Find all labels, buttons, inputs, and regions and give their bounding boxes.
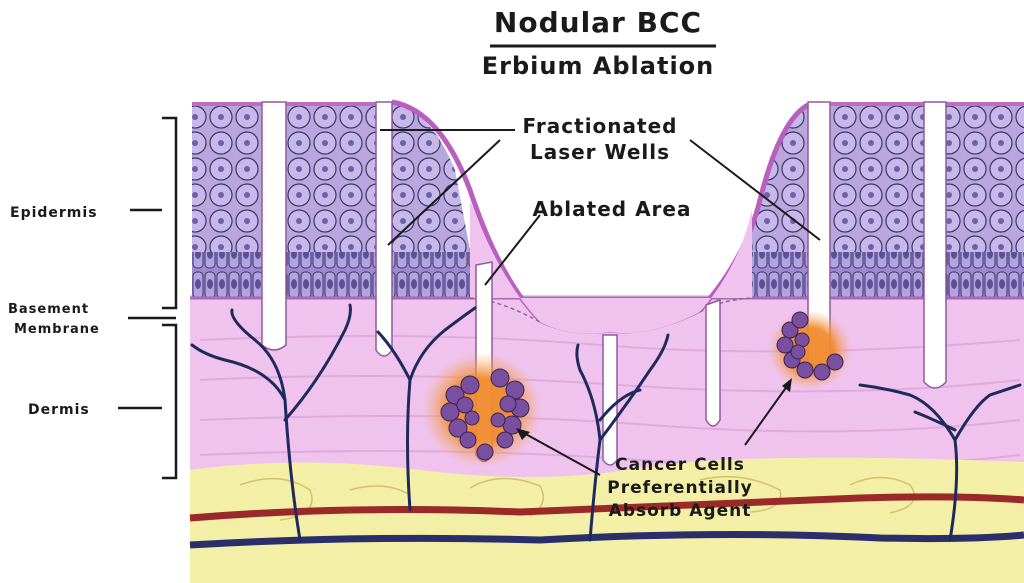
tumor-nest-left <box>422 352 542 468</box>
laser-wells-label-line-2: Laser Wells <box>530 140 670 164</box>
epidermis-blocks <box>192 102 1024 298</box>
dermis-label: Dermis <box>28 402 90 418</box>
ablated-area <box>470 200 752 334</box>
cancer-label-line-1: Cancer Cells <box>615 455 745 475</box>
vein <box>189 530 1024 549</box>
epidermis-bracket <box>130 116 178 310</box>
cancer-label-line-3: Absorb Agent <box>609 501 752 521</box>
artery <box>189 493 1024 522</box>
dermis-bracket <box>118 323 178 480</box>
leader-lines <box>380 129 821 476</box>
basement-label-line-1: Basement <box>8 302 89 317</box>
ablated-area-label: Ablated Area <box>533 197 692 221</box>
epidermis-label: Epidermis <box>10 205 98 221</box>
tumor-nest-right <box>768 310 852 390</box>
capillaries <box>190 303 1022 542</box>
title-line-2: Erbium Ablation <box>482 52 715 80</box>
cancer-label-line-2: Preferentially <box>607 478 752 498</box>
laser-wells-label-line-1: Fractionated <box>523 114 678 138</box>
fat-layer <box>190 457 1024 583</box>
basement-label-line-2: Membrane <box>14 322 100 337</box>
title-line-1: Nodular BCC <box>494 6 702 39</box>
